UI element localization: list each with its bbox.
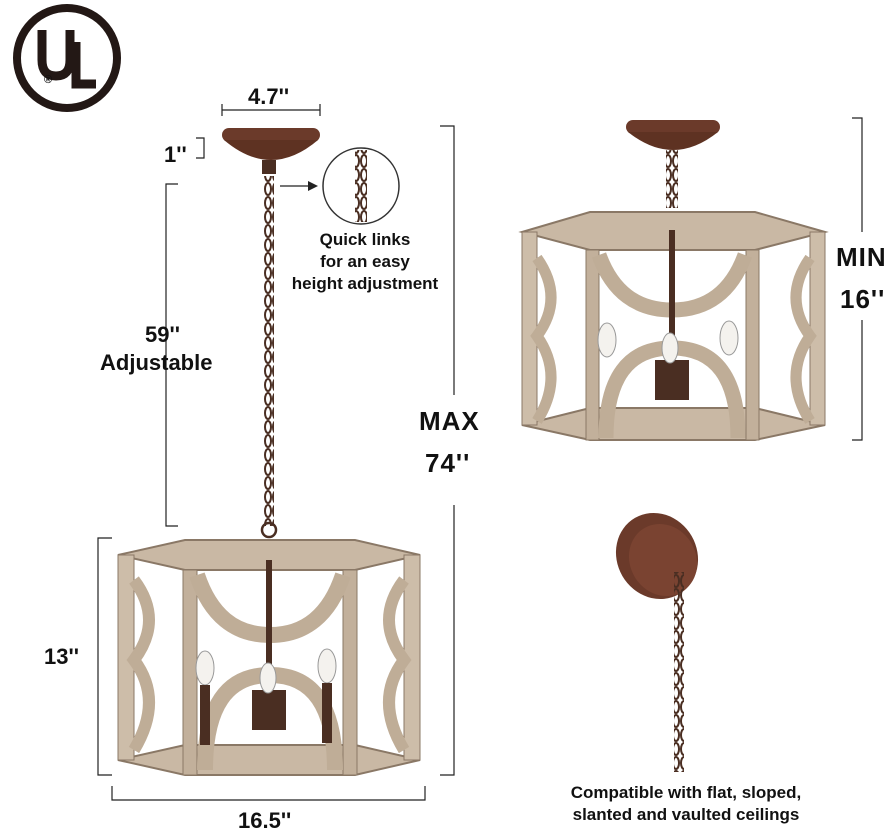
min-height-label: MIN bbox=[836, 242, 887, 272]
registered-mark: ® bbox=[44, 74, 53, 86]
shade-width-label: 16.5'' bbox=[238, 808, 292, 833]
compatible-callout: Compatible with flat, sloped, slanted an… bbox=[538, 782, 834, 826]
canopy-height-label: 1'' bbox=[164, 142, 187, 167]
main-pendant-drawing bbox=[117, 128, 421, 776]
chain-length-label: 59'' bbox=[145, 322, 180, 347]
min-height-value: 16'' bbox=[840, 284, 886, 314]
ul-logo bbox=[13, 4, 121, 112]
quick-links-line-2: for an easy bbox=[320, 252, 410, 271]
max-height-label: MAX bbox=[419, 406, 480, 436]
quick-links-line-1: Quick links bbox=[319, 230, 411, 249]
quick-links-line-3: height adjustment bbox=[291, 274, 439, 293]
chain-detail-circle bbox=[322, 147, 400, 225]
sloped-canopy-drawing bbox=[615, 512, 699, 772]
compatible-line-1: Compatible with flat, sloped, bbox=[570, 783, 802, 802]
dimension-lines bbox=[97, 104, 863, 801]
min-pendant-drawing bbox=[518, 120, 829, 441]
shade-height-label: 13'' bbox=[44, 644, 79, 669]
quick-links-callout: Quick links for an easy height adjustmen… bbox=[282, 229, 448, 295]
compatible-line-2: slanted and vaulted ceilings bbox=[572, 805, 800, 824]
chain-adjustable-label: Adjustable bbox=[100, 350, 213, 375]
canopy-width-label: 4.7'' bbox=[248, 84, 290, 109]
max-height-value: 74'' bbox=[425, 448, 471, 478]
